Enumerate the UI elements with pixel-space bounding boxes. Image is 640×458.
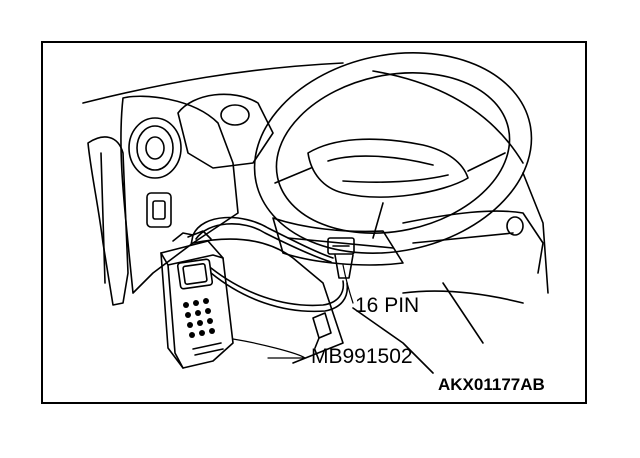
air-vent bbox=[128, 117, 182, 179]
tool-cable-lower bbox=[210, 267, 345, 307]
leader-16-pin bbox=[342, 264, 354, 304]
leader-mb991502 bbox=[232, 338, 306, 359]
left-side-panel bbox=[87, 136, 129, 306]
steering-column bbox=[272, 217, 404, 266]
scan-tool-screen bbox=[176, 258, 214, 290]
dash-switch bbox=[146, 192, 172, 228]
connector-plug bbox=[334, 254, 354, 279]
dashboard-top-line bbox=[82, 62, 344, 104]
diagnostic-connector bbox=[327, 237, 355, 255]
steering-hub bbox=[307, 138, 469, 198]
dashboard-top-right bbox=[372, 70, 524, 164]
connector-label: 16 PIN bbox=[355, 294, 420, 317]
steering-spoke-left bbox=[274, 167, 312, 184]
scan-tool-keypad bbox=[183, 298, 215, 338]
scan-tool-body bbox=[160, 240, 234, 369]
dashboard-illustration bbox=[82, 52, 549, 374]
steering-spoke-right bbox=[467, 152, 506, 172]
scan-tool-top-connector bbox=[172, 232, 194, 246]
steering-wheel-rim-inner bbox=[275, 72, 511, 234]
gauge-cluster bbox=[177, 93, 274, 169]
lower-dash-panel bbox=[192, 238, 344, 364]
tool-label: MB991502 bbox=[311, 345, 413, 368]
diagram-frame: 16 PIN MB991502 AKX01177AB bbox=[41, 41, 587, 404]
cable-adaptor bbox=[312, 312, 332, 339]
figure-code: AKX01177AB bbox=[438, 375, 545, 394]
steering-wheel-rim-outer bbox=[253, 52, 533, 254]
tool-cable-upper bbox=[192, 216, 334, 259]
right-knob bbox=[506, 216, 524, 236]
floor-line bbox=[402, 290, 524, 304]
